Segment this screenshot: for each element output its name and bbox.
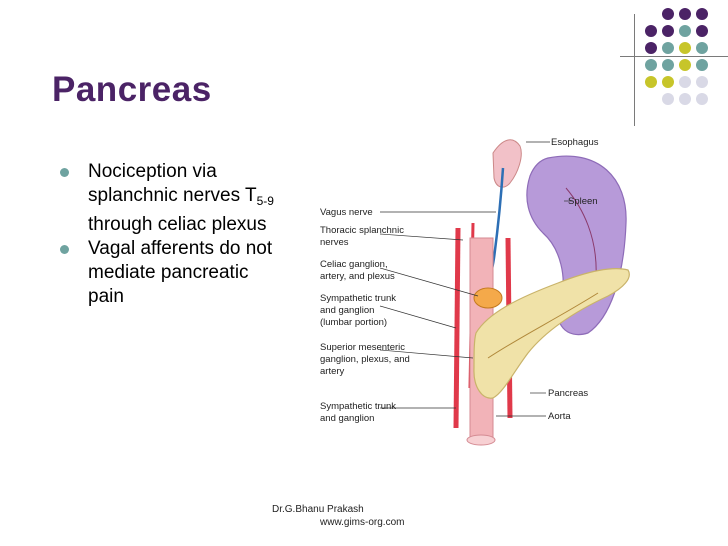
aorta-cut-end: [466, 434, 496, 446]
decorative-dot: [662, 93, 674, 105]
decorative-dot: [696, 25, 708, 37]
decorative-dot: [679, 59, 691, 71]
decorative-dot: [679, 25, 691, 37]
label-aorta: Aorta: [548, 411, 571, 422]
bullet-dot-icon: [60, 245, 69, 254]
decorative-dot: [696, 8, 708, 20]
label-celiac-ganglion-2: artery, and plexus: [320, 271, 395, 282]
bullet-item: Vagal afferents do not mediate pancreati…: [60, 237, 280, 309]
pancreatic-duct: [487, 292, 599, 359]
bullet-text: Nociception via splanchnic nerves T: [88, 161, 257, 206]
bullet-text-continued: through celiac plexus: [88, 214, 267, 235]
pancreas-shape: [473, 268, 630, 399]
decorative-horizontal-line: [620, 56, 728, 57]
splenic-vessel: [565, 187, 597, 279]
slide-title: Pancreas: [52, 70, 212, 109]
label-thoracic-splanchnic: Thoracic splanchnic: [320, 225, 404, 236]
decorative-dot: [645, 76, 657, 88]
decorative-dot: [696, 59, 708, 71]
label-sympathetic-trunk-3: (lumbar portion): [320, 317, 387, 328]
decorative-dot: [645, 42, 657, 54]
slide-footer: Dr.G.Bhanu Prakash www.gims-org.com: [272, 503, 404, 529]
pancreas-innervation-illustration: Esophagus Spleen Vagus nerve Thoracic sp…: [320, 137, 630, 446]
bullet-dot-icon: [60, 168, 69, 177]
label-sympathetic-trunk-2: and ganglion: [320, 305, 374, 316]
decorative-dot-grid: [645, 8, 725, 118]
bullet-item: Nociception via splanchnic nerves T5-9 t…: [60, 160, 280, 237]
label-celiac-ganglion: Celiac ganglion,: [320, 259, 388, 270]
decorative-dot: [679, 93, 691, 105]
bullet-text: Vagal afferents do not mediate pancreati…: [88, 238, 273, 307]
label-sympathetic-trunk: Sympathetic trunk: [320, 293, 396, 304]
decorative-dot: [645, 59, 657, 71]
label-leader-lines: [379, 141, 573, 417]
label-spleen: Spleen: [568, 196, 598, 207]
label-thoracic-splanchnic-2: nerves: [320, 237, 349, 248]
decorative-dot: [662, 42, 674, 54]
decorative-dot: [662, 59, 674, 71]
decorative-dot: [645, 25, 657, 37]
decorative-dot: [696, 93, 708, 105]
decorative-dot: [679, 76, 691, 88]
decorative-dot: [662, 8, 674, 20]
decorative-dot: [696, 76, 708, 88]
bullet-subscript: 5-9: [256, 194, 274, 208]
footer-author: Dr.G.Bhanu Prakash: [272, 504, 364, 515]
decorative-vertical-line: [634, 14, 635, 126]
label-sympathetic-trunk-lower: Sympathetic trunk: [320, 401, 396, 412]
decorative-dot: [662, 76, 674, 88]
bullet-list: Nociception via splanchnic nerves T5-9 t…: [60, 160, 280, 309]
label-superior-mesenteric-3: artery: [320, 366, 345, 377]
label-vagus-nerve: Vagus nerve: [320, 207, 373, 218]
label-superior-mesenteric-2: ganglion, plexus, and: [320, 354, 410, 365]
footer-website: www.gims-org.com: [320, 517, 405, 528]
label-pancreas: Pancreas: [548, 388, 588, 399]
decorative-dot: [679, 42, 691, 54]
label-esophagus: Esophagus: [551, 137, 599, 148]
esophagus-shape: [492, 139, 522, 188]
decorative-dot: [662, 25, 674, 37]
label-superior-mesenteric: Superior mesenteric: [320, 342, 405, 353]
decorative-dot: [696, 42, 708, 54]
label-sympathetic-trunk-lower-2: and ganglion: [320, 413, 374, 424]
decorative-dot: [679, 8, 691, 20]
left-sympathetic-trunk: [453, 227, 461, 429]
celiac-ganglion-shape: [473, 287, 503, 309]
